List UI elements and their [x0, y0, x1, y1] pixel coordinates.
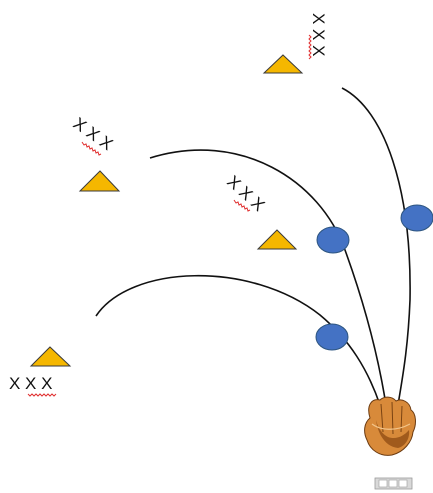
group-top-right: X X X: [308, 13, 328, 60]
cone-top-right: [262, 54, 304, 74]
spellcheck-squiggle: [233, 199, 251, 212]
group-middle: X X X: [223, 172, 268, 215]
players-lower-left-label: X X X: [9, 374, 52, 393]
cone-upper-left: [78, 170, 121, 192]
cone-lower-left: [29, 346, 72, 367]
ball-middle: [316, 226, 350, 254]
throw-path-upper-left: [149, 149, 387, 406]
throw-path-top-right: [341, 87, 411, 406]
ball-top-right: [400, 204, 433, 232]
group-upper-left: X X X: [70, 114, 117, 156]
group-lower-left: X X X: [9, 374, 57, 397]
players-upper-left-label: X X X: [70, 114, 117, 154]
players-top-right-label: X X X: [309, 13, 328, 56]
ball-lower: [315, 323, 349, 351]
spellcheck-squiggle: [27, 393, 57, 397]
image-placeholder-icon: [374, 477, 413, 490]
spellcheck-squiggle: [81, 141, 102, 156]
cone-middle: [256, 229, 298, 250]
spellcheck-squiggle: [308, 34, 312, 60]
throw-path-lower-left: [95, 274, 381, 406]
baseball-glove-icon: [364, 396, 416, 456]
